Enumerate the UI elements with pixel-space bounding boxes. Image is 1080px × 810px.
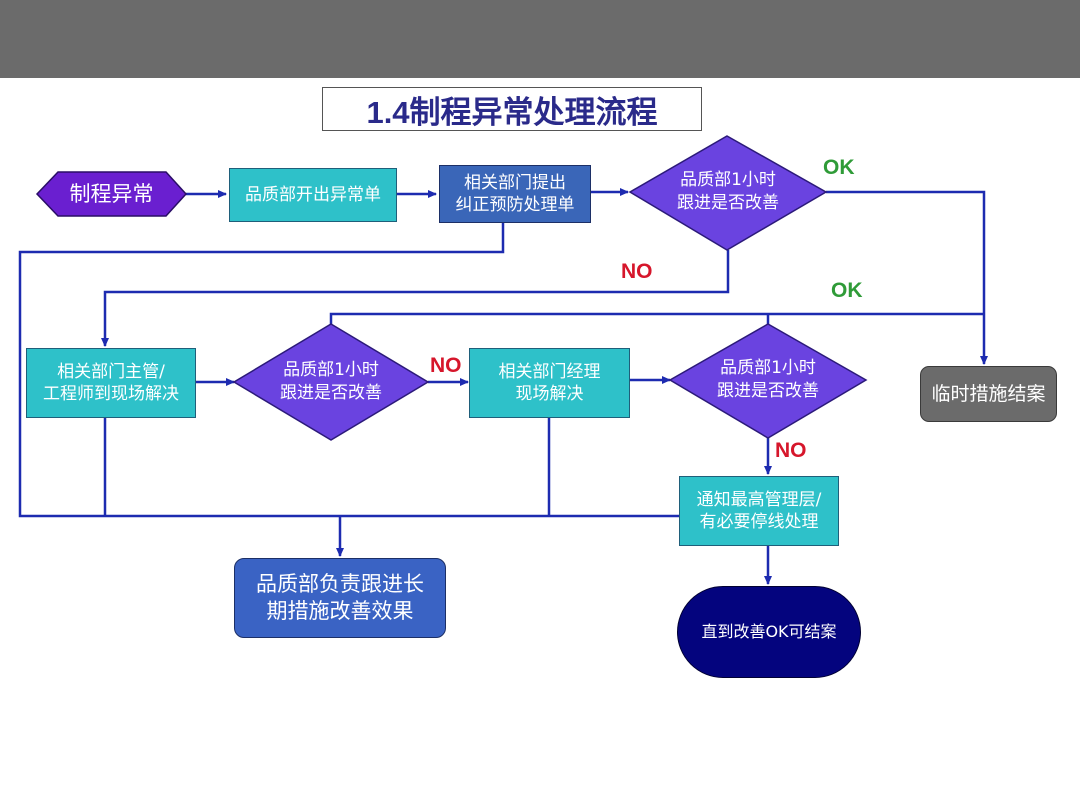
- temp-close-box: 临时措施结案: [920, 366, 1057, 422]
- no-label-check2: NO: [430, 354, 462, 377]
- edge-corrective-loop: [18, 222, 680, 518]
- corrective-action-box: 相关部门提出 纠正预防处理单: [439, 165, 591, 223]
- supervisor-line2: 工程师到现场解决: [43, 384, 179, 404]
- long-term-line1: 品质部负责跟进长: [256, 571, 424, 596]
- start-hexagon-shape: [35, 171, 188, 217]
- supervisor-box: 相关部门主管/ 工程师到现场解决: [26, 348, 196, 418]
- decision-1: 品质部1小时 跟进是否改善: [650, 162, 806, 222]
- page-title: 1.4制程异常处理流程: [322, 87, 702, 131]
- long-term-line2: 期措施改善效果: [266, 599, 414, 623]
- decision-2-line1: 品质部1小时: [283, 360, 379, 381]
- manager-line1: 相关部门经理: [498, 361, 601, 382]
- edge-ok-bus-check2: [329, 312, 984, 324]
- decision-diamond-2-shape: [232, 323, 430, 441]
- top-bar: [0, 0, 1080, 78]
- corrective-action-line2: 纠正预防处理单: [455, 195, 575, 215]
- corrective-action-line1: 相关部门提出: [464, 172, 566, 193]
- manager-box: 相关部门经理 现场解决: [469, 348, 630, 418]
- ok-label-top: OK: [823, 156, 855, 179]
- final-close-oval: 直到改善OK可结案: [677, 586, 861, 678]
- edge-check1-ok-to-temp-close: [826, 190, 988, 365]
- start-node: 制程异常: [37, 172, 186, 216]
- decision-3-line1: 品质部1小时: [720, 358, 816, 379]
- qa-issue-form-box: 品质部开出异常单: [229, 168, 397, 222]
- edge-check1-no-to-supervisor: [101, 250, 730, 347]
- final-close-label: 直到改善OK可结案: [701, 621, 837, 641]
- notify-management-line1: 通知最高管理层/: [696, 489, 822, 510]
- decision-1-line2: 跟进是否改善: [677, 193, 779, 213]
- notify-management-line2: 有必要停线处理: [699, 512, 819, 532]
- no-label-check1: NO: [621, 260, 653, 283]
- notify-management-box: 通知最高管理层/ 有必要停线处理: [679, 476, 839, 546]
- supervisor-line1: 相关部门主管/: [57, 361, 165, 382]
- decision-3: 品质部1小时 跟进是否改善: [690, 350, 846, 410]
- start-node-label: 制程异常: [69, 181, 154, 206]
- no-label-check3: NO: [775, 439, 807, 462]
- long-term-followup-box: 品质部负责跟进长 期措施改善效果: [234, 558, 446, 638]
- decision-diamond-1-shape: [628, 135, 828, 251]
- temp-close-label: 临时措施结案: [931, 382, 1046, 405]
- decision-diamond-3-shape: [668, 323, 868, 439]
- manager-line2: 现场解决: [515, 384, 584, 404]
- decision-2-line2: 跟进是否改善: [280, 383, 382, 403]
- qa-issue-form-label: 品质部开出异常单: [245, 184, 381, 205]
- decision-2: 品质部1小时 跟进是否改善: [254, 352, 408, 412]
- decision-3-line2: 跟进是否改善: [717, 381, 819, 401]
- decision-1-line1: 品质部1小时: [680, 170, 776, 191]
- ok-label-mid: OK: [831, 279, 863, 302]
